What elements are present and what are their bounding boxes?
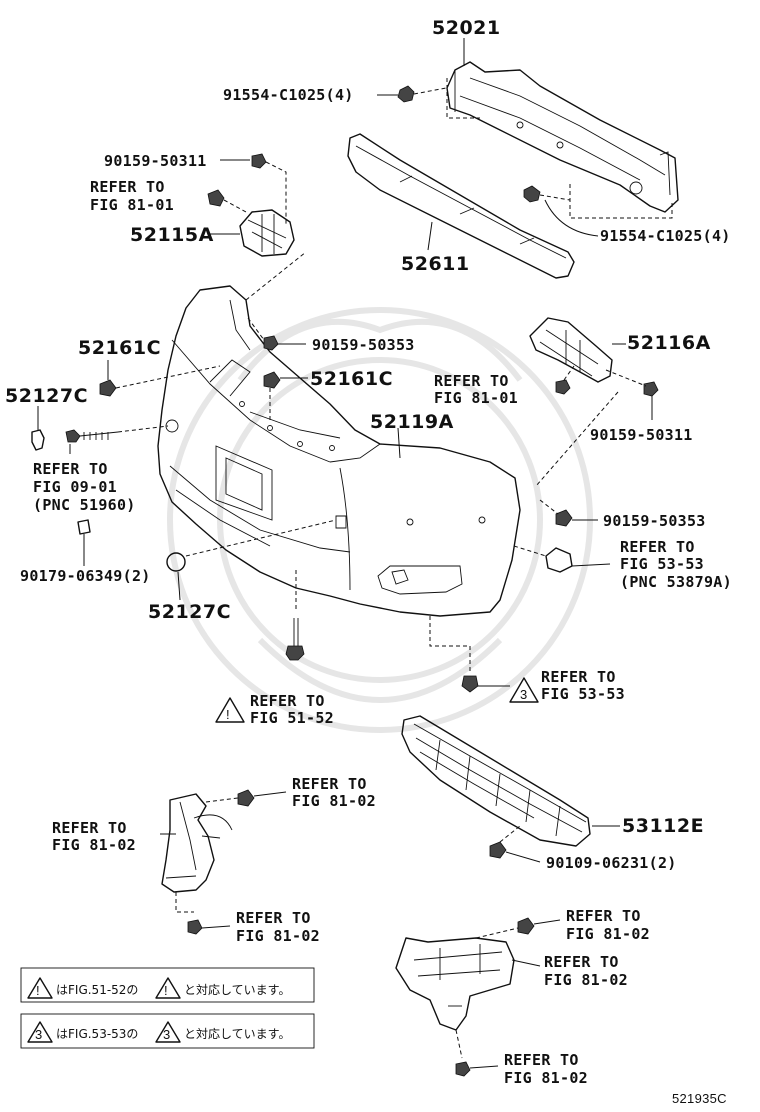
bolt-90109-06231 — [489, 825, 541, 863]
label-refer-81-01-b-2: FIG 81-01 — [434, 389, 518, 407]
screw-90159-50353-upper — [247, 317, 306, 351]
label-91554-right: 91554-C1025(4) — [600, 227, 731, 245]
note1-text-b: と対応しています。 — [184, 983, 290, 997]
screw-90159-50353-lower — [539, 499, 598, 527]
part-fog-bracket-right — [395, 937, 541, 1031]
screw-refer-81-02-d — [455, 1029, 499, 1077]
label-refer-53-53-a-1: REFER TO — [620, 538, 695, 556]
label-90159-50311-right: 90159-50311 — [590, 426, 693, 444]
label-52127C-bottom: 52127C — [148, 601, 231, 623]
label-refer-09-01-1: REFER TO — [33, 460, 108, 478]
label-refer-53-53-a-2: FIG 53-53 — [620, 555, 704, 573]
note-box-2: 3 はFIG.53-53の 3 と対応しています。 — [20, 1013, 315, 1049]
label-90109-06231: 90109-06231(2) — [546, 854, 677, 872]
dash-52115A-to-cover — [245, 251, 307, 301]
label-refer-53-53-b-2: FIG 53-53 — [541, 685, 625, 703]
label-53112E: 53112E — [622, 815, 704, 837]
label-refer-81-02-a-2: FIG 81-02 — [292, 792, 376, 810]
note1-tri-mark-2: ! — [164, 983, 168, 998]
label-52021: 52021 — [432, 17, 501, 39]
tri-3-mark: 3 — [520, 687, 528, 702]
label-refer-09-01-3: (PNC 51960) — [33, 496, 136, 514]
bolt-refer-51-52 — [285, 570, 305, 661]
label-refer-81-02-a-1: REFER TO — [292, 775, 367, 793]
part-fog-bracket-left — [160, 793, 233, 893]
clip-refer-53-53 — [429, 616, 510, 693]
label-refer-81-02-e-2: FIG 81-02 — [544, 971, 628, 989]
part-52115A-bracket — [239, 209, 295, 257]
clip-52161C-mid — [263, 371, 308, 420]
part-53112E-grille — [401, 715, 620, 847]
dash-52021-right — [569, 184, 673, 219]
screw-refer-81-02-b — [175, 892, 231, 935]
label-52161C-left: 52161C — [78, 337, 161, 359]
label-refer-53-53-a-3: (PNC 53879A) — [620, 573, 732, 591]
label-refer-51-52-1: REFER TO — [250, 692, 325, 710]
label-90159-50353-lower: 90159-50353 — [603, 512, 706, 530]
bolt-91554-top — [397, 85, 447, 103]
screw-refer-81-02-c — [475, 917, 561, 939]
part-52611-absorber — [347, 133, 575, 279]
label-52119A: 52119A — [370, 411, 454, 433]
label-91554-top: 91554-C1025(4) — [223, 86, 354, 104]
figure-code: 521935C — [672, 1091, 727, 1106]
screw-90159-50311-right — [605, 369, 659, 420]
label-refer-09-01-2: FIG 09-01 — [33, 478, 117, 496]
label-90179-06349: 90179-06349(2) — [20, 567, 151, 585]
warning-triangle-3-center: 3 — [509, 677, 539, 703]
note1-text-a: はFIG.51-52の — [56, 983, 138, 997]
label-52127C-left: 52127C — [5, 385, 88, 407]
label-refer-81-02-b-1: REFER TO — [52, 819, 127, 837]
cap-52127C-left — [31, 406, 179, 451]
clip-refer-81-01-left — [207, 189, 247, 213]
clip-90179-06349 — [77, 519, 91, 566]
tri-1-mark: ! — [226, 707, 230, 722]
note2-text-b: と対応しています。 — [184, 1027, 290, 1041]
warning-triangle-1-center: ! — [215, 697, 245, 723]
label-refer-81-02-d-1: REFER TO — [566, 907, 641, 925]
note2-text-a: はFIG.53-53の — [56, 1027, 138, 1041]
label-refer-81-02-c-1: REFER TO — [236, 909, 311, 927]
cap-52127C-bottom — [166, 519, 337, 601]
screw-refer-81-02-a — [205, 789, 287, 807]
label-refer-81-02-f-2: FIG 81-02 — [504, 1069, 588, 1087]
note2-tri-mark: 3 — [35, 1027, 43, 1042]
note1-tri-mark: ! — [36, 983, 40, 998]
part-52119A-bumper-cover — [157, 285, 521, 617]
label-52161C-mid: 52161C — [310, 368, 393, 390]
note2-tri-mark-2: 3 — [163, 1027, 171, 1042]
label-refer-81-02-c-2: FIG 81-02 — [236, 927, 320, 945]
label-refer-53-53-b-1: REFER TO — [541, 668, 616, 686]
label-refer-81-02-f-1: REFER TO — [504, 1051, 579, 1069]
part-52021-bracket — [446, 61, 679, 213]
clip-refer-81-01-right — [555, 365, 575, 395]
label-52116A: 52116A — [627, 332, 711, 354]
bolt-90159-50311-top — [251, 153, 287, 226]
note-box-1: ! はFIG.51-52の ! と対応しています。 — [20, 967, 315, 1003]
label-refer-81-01-b-1: REFER TO — [434, 372, 509, 390]
label-refer-81-01-a-2: FIG 81-01 — [90, 196, 174, 214]
label-refer-81-02-b-2: FIG 81-02 — [52, 836, 136, 854]
part-52116A-bracket — [529, 317, 626, 383]
label-refer-81-02-d-2: FIG 81-02 — [566, 925, 650, 943]
bolt-91554-right — [523, 185, 599, 237]
label-refer-81-01-a-1: REFER TO — [90, 178, 165, 196]
label-90159-50311-top: 90159-50311 — [104, 152, 207, 170]
clip-52161C-left — [99, 360, 221, 397]
label-refer-81-02-e-1: REFER TO — [544, 953, 619, 971]
sensor-refer-53-53 — [513, 545, 611, 573]
label-52115A: 52115A — [130, 224, 214, 246]
label-refer-51-52-2: FIG 51-52 — [250, 709, 334, 727]
label-52611: 52611 — [401, 253, 470, 275]
label-90159-50353-upper: 90159-50353 — [312, 336, 415, 354]
